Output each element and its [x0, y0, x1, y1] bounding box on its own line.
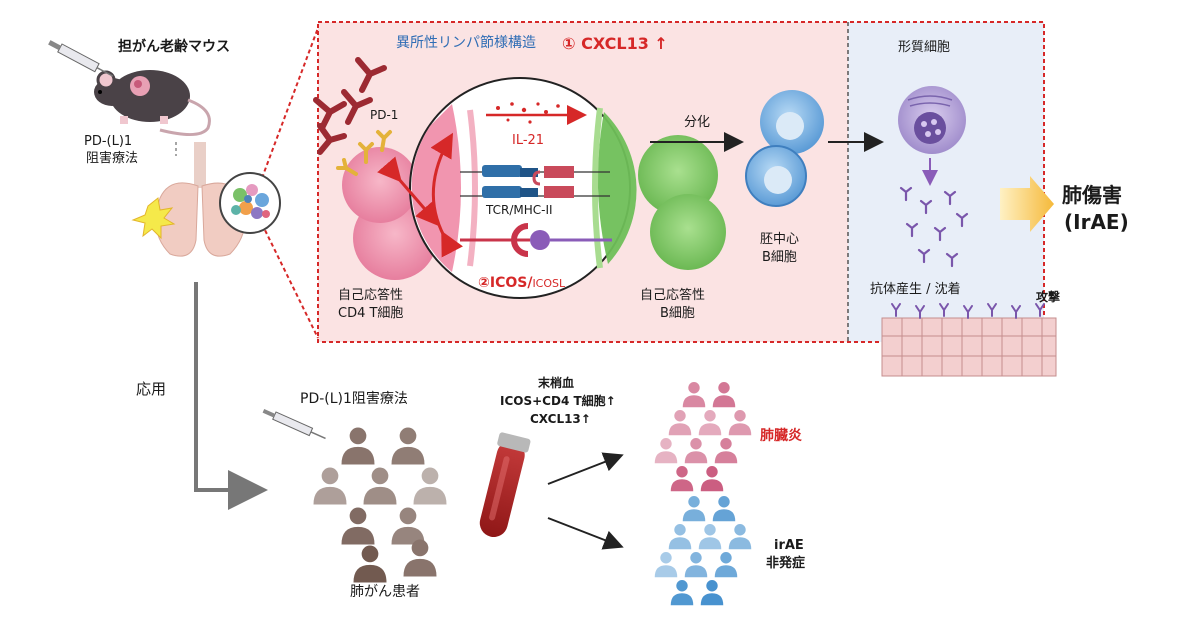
tls-title: 異所性リンパ節様構造 — [396, 35, 536, 51]
arrow-to-pneumonitis — [547, 452, 624, 485]
person-icon — [313, 467, 347, 505]
person-icon — [700, 466, 724, 492]
tcr-mhc-complex — [460, 165, 610, 198]
plasma-cell — [898, 86, 966, 154]
person-icon — [684, 552, 708, 578]
cxcl13-label: ① CXCL13 ↑ — [562, 34, 668, 53]
gc-b-cells — [745, 90, 824, 207]
plasma-title: 形質細胞 — [898, 40, 951, 55]
icos-label-wrap: ②ICOS/ICOSL — [478, 272, 565, 291]
t-cell-label-2: CD4 T細胞 — [338, 306, 404, 321]
icos-label: ②ICOS/ — [478, 275, 533, 291]
pneumonitis-group — [654, 382, 752, 492]
person-icon — [714, 438, 738, 464]
person-icon — [682, 496, 706, 522]
blood-tube — [479, 432, 531, 537]
person-icon — [684, 438, 708, 464]
person-icon — [712, 496, 736, 522]
application-arrow — [194, 282, 268, 510]
pneumonitis-label: 肺臓炎 — [760, 428, 802, 444]
panel-border — [317, 21, 1045, 343]
arrow-to-no-irae — [547, 517, 624, 550]
person-icon — [391, 507, 425, 545]
pd1-label: PD-1 — [370, 108, 399, 122]
secreted-antibodies — [899, 186, 969, 268]
person-icon — [341, 507, 375, 545]
patients-label: 肺がん患者 — [350, 584, 420, 600]
person-icon — [403, 539, 437, 577]
outcome-arrow — [1000, 176, 1054, 232]
no-irae-label-2: 非発症 — [766, 556, 806, 571]
plasma-panel — [848, 22, 1044, 342]
icosl-label: ICOSL — [532, 277, 566, 290]
lung-illustration — [131, 142, 246, 257]
interaction-arrow-2 — [377, 156, 440, 227]
person-icon — [391, 427, 425, 465]
il21-secretion — [486, 102, 587, 125]
blood-label-3: CXCL13↑ — [530, 412, 591, 426]
mouse-therapy-line2: 阻害療法 — [86, 151, 139, 166]
syringe-icon-2 — [262, 408, 326, 440]
gc-label-2: B細胞 — [762, 250, 797, 265]
blood-label-1: 末梢血 — [538, 376, 575, 390]
b-cell-group — [638, 135, 726, 270]
b-cell-label-2: B細胞 — [660, 306, 695, 321]
tcr-mhc-label: TCR/MHC-II — [486, 203, 553, 217]
b-cell-label-1: 自己応答性 — [640, 288, 706, 303]
differentiation-label: 分化 — [684, 115, 711, 130]
person-icon — [728, 524, 752, 550]
t-cell-label-1: 自己応答性 — [338, 288, 404, 303]
person-icon — [353, 545, 387, 583]
person-icon — [698, 524, 722, 550]
person-icon — [413, 467, 447, 505]
person-icon — [712, 382, 736, 408]
attack-label: 攻撃 — [1036, 290, 1061, 304]
antibody-cluster — [313, 57, 387, 155]
mouse-therapy-line1: PD-(L)1 — [84, 134, 133, 149]
person-icon — [341, 427, 375, 465]
person-icon — [668, 410, 692, 436]
syringe-icon — [48, 40, 114, 77]
pd1-receptors — [336, 130, 392, 176]
person-icon — [670, 580, 694, 606]
no-irae-label-1: irAE — [774, 538, 804, 553]
patients-group — [313, 427, 447, 583]
outcome-title: 肺傷害 — [1062, 183, 1122, 207]
person-icon — [728, 410, 752, 436]
person-icon — [698, 410, 722, 436]
person-icon — [714, 552, 738, 578]
il21-label: IL-21 — [512, 133, 545, 148]
zoom-line-top — [261, 27, 319, 179]
person-icon — [654, 552, 678, 578]
person-icon — [682, 382, 706, 408]
person-icon — [668, 524, 692, 550]
no-irae-group — [654, 496, 752, 606]
application-label: 応用 — [136, 380, 167, 398]
blood-label-2: ICOS+CD4 T細胞↑ — [500, 394, 616, 408]
mouse-illustration — [94, 70, 211, 136]
gc-label-1: 胚中心 — [760, 232, 800, 247]
zoom-line-bottom — [261, 223, 319, 339]
icos-complex — [460, 223, 612, 257]
antibody-label: 抗体産生 / 沈着 — [870, 282, 961, 297]
person-icon — [670, 466, 694, 492]
person-icon — [363, 467, 397, 505]
person-icon — [700, 580, 724, 606]
mouse-title: 担がん老齢マウス — [118, 39, 230, 55]
patient-therapy-label: PD-(L)1阻害療法 — [300, 391, 408, 407]
tumor-zoom-circle — [219, 172, 281, 234]
lung-epithelium — [881, 303, 1057, 377]
outcome-subtitle: (IrAE) — [1064, 210, 1129, 234]
person-icon — [654, 438, 678, 464]
